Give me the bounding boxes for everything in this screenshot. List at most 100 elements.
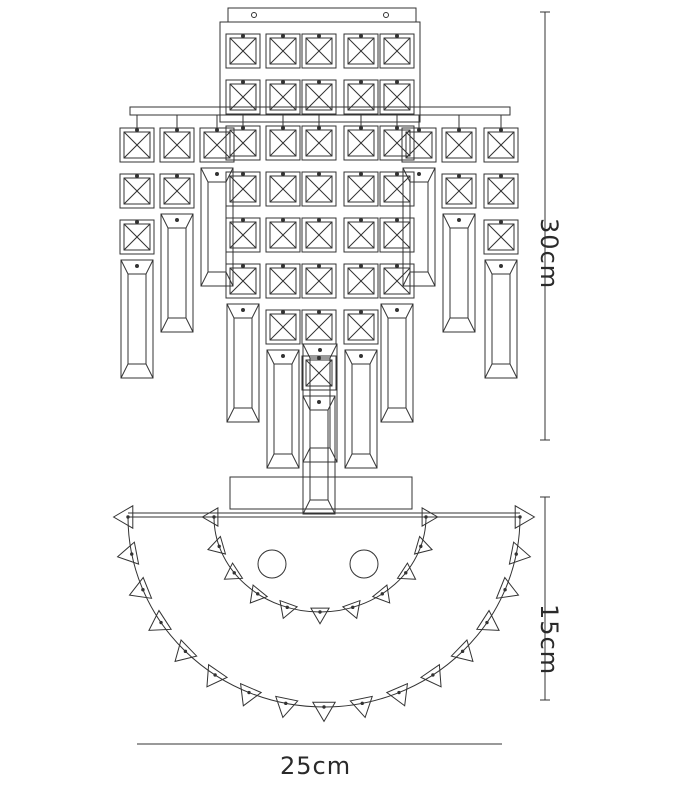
crystal-diagonal	[305, 221, 333, 249]
triangle-crystal	[413, 535, 433, 555]
triangle-crystal	[495, 576, 520, 599]
crystal-diagonal	[487, 131, 515, 159]
square-crystal	[265, 309, 301, 345]
square-crystal	[483, 127, 519, 163]
prism-facet	[233, 317, 253, 409]
triangle-hook	[514, 552, 518, 556]
triangle-hook	[212, 515, 216, 519]
triangle-crystal	[148, 609, 173, 631]
crystal-hook	[281, 218, 285, 222]
prism-edge	[185, 317, 194, 333]
square-crystal	[301, 79, 337, 115]
triangle-crystal	[341, 599, 361, 620]
prism-edge	[302, 447, 311, 463]
triangle-hook	[126, 515, 130, 519]
prism-edge	[266, 453, 275, 469]
mounting-hole	[349, 549, 379, 579]
triangle-hook	[397, 690, 401, 695]
prism-crystal	[344, 349, 378, 469]
crystal-hook	[417, 128, 421, 132]
crystal-diagonal	[305, 313, 333, 341]
prism-facet	[273, 363, 293, 455]
triangle-crystal	[421, 507, 439, 527]
crystal-diagonal	[229, 83, 257, 111]
square-crystal	[265, 125, 301, 161]
prism-facet	[309, 357, 331, 449]
front-elevation-view	[119, 7, 519, 515]
square-crystal	[483, 173, 519, 209]
triangle-crystal	[311, 701, 337, 723]
crystal-hook	[281, 264, 285, 268]
crystal-hook	[499, 128, 503, 132]
triangle-crystal	[174, 638, 198, 663]
triangle-crystal	[223, 562, 244, 580]
prism-edge	[467, 317, 476, 333]
crystal-diagonal	[229, 175, 257, 203]
prism-crystal	[160, 213, 194, 333]
triangle-crystal	[239, 682, 263, 707]
square-crystal	[379, 263, 415, 299]
crystal-diagonal	[163, 177, 191, 205]
triangle-crystal	[128, 576, 153, 599]
square-crystal	[159, 173, 195, 209]
prism-edge	[405, 303, 414, 319]
prism-edge	[509, 259, 518, 275]
crystal-diagonal	[347, 83, 375, 111]
crystal-diagonal	[405, 131, 433, 159]
prism-outline	[200, 167, 234, 287]
prism-edge	[484, 363, 493, 379]
triangle-outline	[207, 535, 227, 555]
plan-view	[112, 476, 536, 723]
crystal-diagonal	[305, 267, 333, 295]
square-crystal	[343, 309, 379, 345]
triangle-hook	[460, 649, 465, 654]
triangle-crystal	[508, 541, 532, 565]
crystal-hook	[359, 34, 363, 38]
triangle-crystal	[396, 562, 417, 580]
crystal-diagonal	[229, 37, 257, 65]
triangle-outline	[421, 507, 439, 527]
prism-edge	[120, 259, 129, 275]
crystal-hook	[317, 310, 321, 314]
crystal-diagonal	[305, 129, 333, 157]
triangle-outline	[279, 599, 299, 620]
crystal-hook	[175, 128, 179, 132]
prism-edge	[484, 259, 493, 275]
square-crystal	[265, 171, 301, 207]
triangle-crystal	[349, 695, 373, 719]
triangle-outline	[475, 609, 500, 631]
crystal-diagonal	[383, 221, 411, 249]
crystal-hook	[135, 220, 139, 224]
prism-edge	[302, 343, 311, 359]
prism-edge	[369, 349, 378, 365]
triangle-hook	[285, 605, 289, 610]
prism-hook	[317, 400, 321, 404]
crystal-hook	[317, 264, 321, 268]
prism-edge	[329, 447, 338, 463]
prism-crystal	[120, 259, 154, 379]
prism-edge	[405, 407, 414, 423]
prism-edge	[200, 167, 209, 183]
prism-outline	[226, 303, 260, 423]
prism-edge	[200, 271, 209, 287]
square-crystal	[301, 217, 337, 253]
triangle-outline	[508, 541, 532, 565]
prism-outline	[160, 213, 194, 333]
square-crystal	[379, 79, 415, 115]
square-crystal	[343, 79, 379, 115]
prism-crystal	[226, 303, 260, 423]
prism-edge	[442, 317, 451, 333]
prism-edge	[402, 167, 411, 183]
crystal-diagonal	[229, 129, 257, 157]
square-crystal	[401, 127, 437, 163]
triangle-outline	[275, 695, 299, 719]
prism-edge	[369, 453, 378, 469]
crystal-diagonal	[347, 221, 375, 249]
crystal-hook	[499, 174, 503, 178]
prism-edge	[226, 303, 235, 319]
prism-outline	[344, 349, 378, 469]
triangle-crystal	[450, 638, 474, 663]
triangle-outline	[341, 599, 361, 620]
prism-facet	[387, 317, 407, 409]
